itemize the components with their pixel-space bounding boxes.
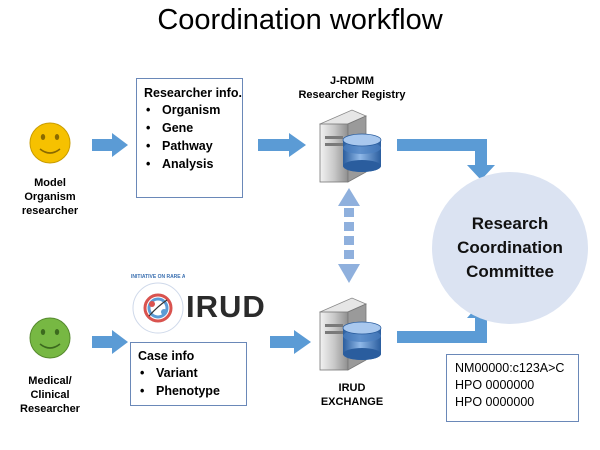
irud-emblem-icon <box>132 282 184 334</box>
codes-line: NM00000:c123A>C <box>455 361 565 375</box>
codes-note: NM00000:c123A>C HPO 0000000 HPO 0000000 <box>446 354 579 422</box>
model-researcher-caption: Model Organism researcher <box>10 176 90 218</box>
arrow-note-to-exchange <box>270 330 311 354</box>
exchange-caption: IRUD EXCHANGE <box>312 381 392 409</box>
model-caption-line1: Model <box>34 177 66 189</box>
arrow-note-to-registry <box>258 133 306 157</box>
arrow-model-to-note <box>92 133 128 157</box>
clinical-caption-line1: Medical/ <box>28 375 72 387</box>
model-caption-line3: researcher <box>21 205 79 217</box>
codes-line: HPO 0000000 <box>455 395 535 409</box>
case-info-note: Case info Variant Phenotype <box>130 342 247 406</box>
model-researcher-smiley-icon <box>29 122 71 164</box>
registry-caption-line2: Researcher Registry <box>298 89 406 101</box>
committee-line2: Coordination <box>457 238 563 257</box>
irud-emblem-ring-label: INITIATIVE ON RARE AND UNDIAGNOSED DISEA… <box>131 274 185 333</box>
clinical-researcher-smiley-icon <box>29 317 71 359</box>
clinical-researcher-caption: Medical/ Clinical Researcher <box>10 374 90 416</box>
case-note-item: Phenotype <box>140 382 246 400</box>
committee-line1: Research <box>471 214 549 233</box>
exchange-caption-line1: IRUD <box>338 382 366 394</box>
case-note-list: Variant Phenotype <box>131 364 246 400</box>
irud-ring-text: INITIATIVE ON RARE AND UNDIAGNOSED DISEA… <box>131 274 185 280</box>
researcher-note-title: Researcher info. <box>144 86 242 100</box>
exchange-server-icon <box>318 297 382 371</box>
codes-line: HPO 0000000 <box>455 378 535 392</box>
research-coordination-committee: Research Coordination Committee <box>432 172 588 324</box>
registry-caption-line1: J-RDMM <box>330 75 374 87</box>
arrow-registry-to-committee <box>397 139 495 180</box>
case-note-title: Case info <box>138 349 195 363</box>
researcher-note-item: Organism <box>146 101 242 119</box>
irud-wordmark: IRUD <box>186 289 266 324</box>
clinical-caption-line3: Researcher <box>20 403 80 415</box>
model-caption-line2: Organism <box>24 191 76 203</box>
registry-server-icon <box>318 109 382 183</box>
researcher-note-item: Gene <box>146 119 242 137</box>
registry-caption: J-RDMM Researcher Registry <box>292 74 412 102</box>
researcher-note-item: Pathway <box>146 137 242 155</box>
arrow-exchange-to-committee <box>397 302 495 343</box>
researcher-note-list: Organism Gene Pathway Analysis <box>137 101 242 173</box>
researcher-info-note: Researcher info. Organism Gene Pathway A… <box>136 78 243 198</box>
clinical-caption-line2: Clinical <box>30 389 70 401</box>
committee-line3: Committee <box>466 262 554 281</box>
exchange-caption-line2: EXCHANGE <box>320 396 384 408</box>
arrow-clinical-to-note <box>92 330 128 354</box>
bidirectional-dashed-arrow <box>338 188 360 283</box>
page-title: Coordination workflow <box>157 4 443 36</box>
case-note-item: Variant <box>140 364 246 382</box>
researcher-note-item: Analysis <box>146 155 242 173</box>
